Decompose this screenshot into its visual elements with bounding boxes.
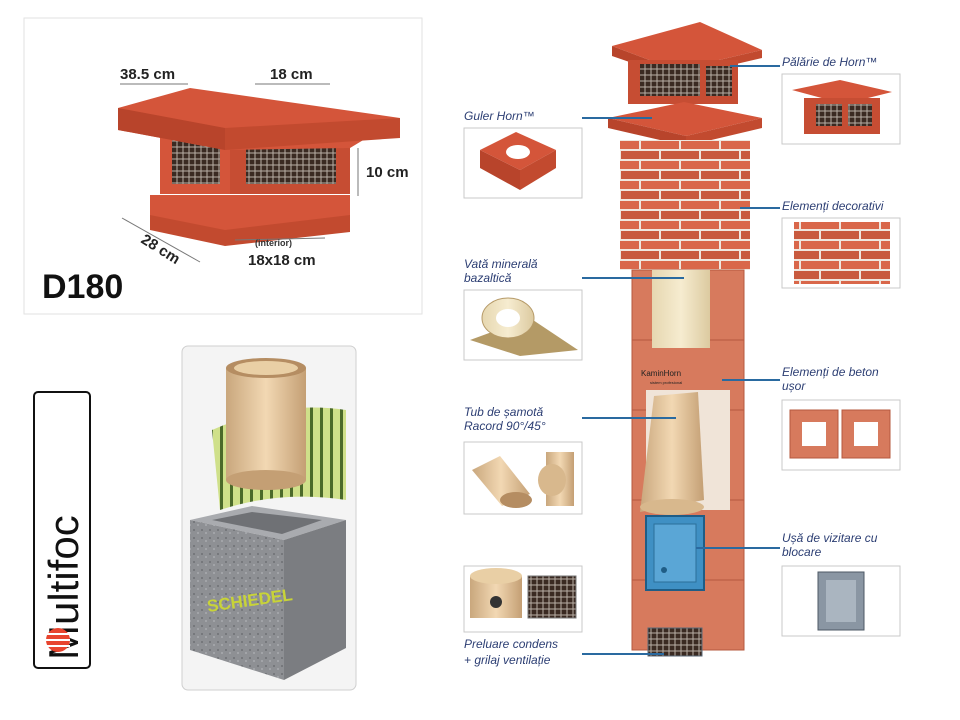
callout-lines — [582, 65, 780, 655]
callout-usa: Ușă de vizitare cu blocare — [781, 531, 901, 637]
callout-beton: Elemenți de beton ușor — [781, 365, 901, 471]
model-label: D180 — [42, 268, 123, 306]
chimney-illustration: KaminHorn sistem profesional — [608, 22, 762, 657]
callout-usa-line2: blocare — [782, 545, 822, 559]
callout-guler-label: Guler Horn™ — [464, 109, 535, 123]
callout-condens-line1: Preluare condens — [464, 637, 558, 651]
dimension-lines — [120, 83, 359, 263]
logo-frame — [33, 391, 91, 669]
chimney-top-cap — [612, 22, 762, 104]
callout-vata-line1: Vată minerală — [464, 257, 538, 271]
basalt-wool-cutaway — [652, 270, 710, 348]
interior-note: (interior) — [255, 238, 292, 248]
callout-elementi-decorativi: Elemenți decorativi — [781, 199, 901, 289]
inspection-door — [645, 515, 705, 591]
flame-icon — [46, 628, 70, 652]
cap-panel: 38.5 cm 18 cm 10 cm 28 cm (interior) 18x… — [23, 17, 423, 315]
fireclay-tube — [640, 392, 704, 512]
multifoc-logo: Multifoc — [33, 391, 91, 669]
callout-elementi-decorativi-label: Elemenți decorativi — [782, 199, 884, 213]
kaminhorn-stamp: KaminHorn — [641, 369, 681, 378]
callout-vata: Vată minerală bazaltică — [463, 257, 583, 361]
callout-tub-line2: Racord 90°/45° — [464, 419, 546, 433]
callout-tub-line1: Tub de șamotă — [464, 405, 543, 419]
callout-tub: Tub de șamotă Racord 90°/45° — [463, 405, 583, 515]
dim-interior-label: 18x18 cm — [248, 252, 316, 269]
ventilation-grille — [647, 627, 703, 657]
decorative-bricks — [620, 140, 750, 270]
callout-beton-line2: ușor — [782, 379, 806, 393]
callout-usa-line1: Ușă de vizitare cu — [782, 531, 878, 545]
dim-height-label: 10 cm — [366, 164, 409, 181]
callout-condens: Preluare condens + grilaj ventilație — [463, 565, 583, 667]
dim-inner-top-label: 18 cm — [270, 66, 313, 83]
ceramic-tube — [226, 358, 306, 490]
callout-condens-line2: + grilaj ventilație — [464, 653, 551, 667]
kaminhorn-stamp-sub: sistem profesional — [650, 380, 682, 385]
callout-palarie-label: Pălărie de Horn™ — [782, 55, 877, 69]
callout-guler: Guler Horn™ — [463, 109, 583, 199]
chimney-cap-illustration — [118, 88, 400, 246]
chimney-collar — [608, 102, 762, 136]
schiedel-panel: SCHIEDEL — [181, 345, 357, 691]
concrete-block: SCHIEDEL — [190, 506, 346, 680]
callout-beton-line1: Elemenți de beton — [782, 365, 879, 379]
callout-vata-line2: bazaltică — [464, 271, 512, 285]
callout-palarie: Pălărie de Horn™ — [781, 55, 901, 145]
dim-width-label: 38.5 cm — [120, 66, 175, 83]
